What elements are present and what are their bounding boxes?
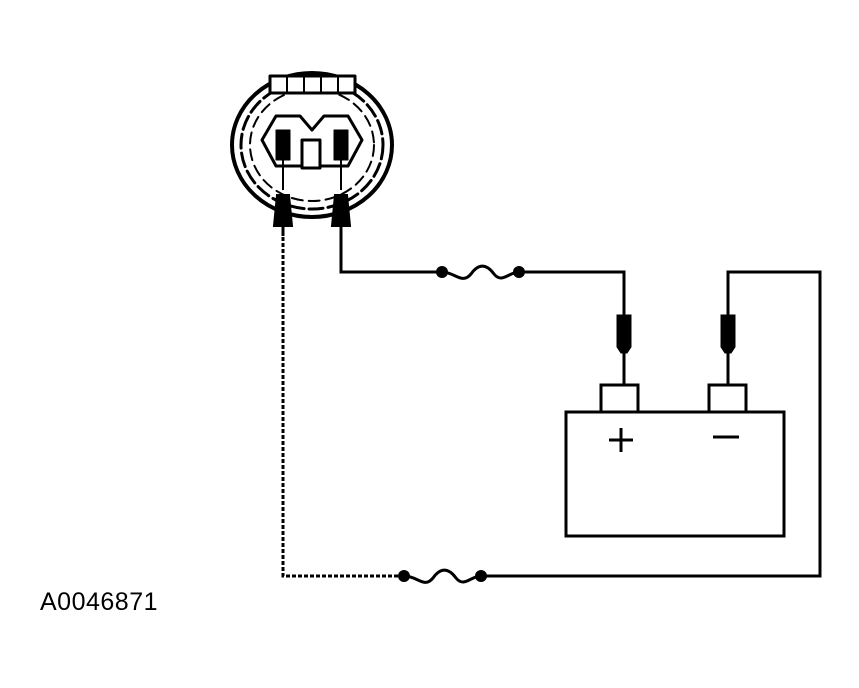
probe-negative	[720, 314, 736, 354]
wire-to-positive-lead	[519, 270, 626, 315]
terminal-blade-right	[333, 129, 349, 161]
battery	[564, 383, 786, 538]
wire-negative-lead	[481, 270, 822, 578]
wire-left-return	[281, 236, 404, 578]
terminal-blade-left	[275, 129, 291, 161]
probe-right	[330, 194, 352, 227]
round-connector	[230, 71, 394, 219]
battery-probes	[616, 314, 736, 385]
terminal-center-slot	[300, 138, 322, 170]
battery-negative-terminal	[707, 383, 748, 414]
battery-body	[564, 410, 786, 538]
connector-probes	[272, 160, 352, 236]
fuse-bottom	[398, 568, 487, 584]
connector-outer-shell	[230, 71, 394, 219]
probe-positive	[616, 314, 632, 354]
battery-positive-terminal	[599, 383, 640, 414]
wire-positive-path	[339, 236, 442, 274]
fuse-top	[436, 264, 525, 280]
wires	[281, 236, 822, 578]
figure-id-label: A0046871	[40, 588, 159, 616]
connector-latch-tab	[268, 74, 357, 95]
probe-left	[272, 194, 294, 227]
